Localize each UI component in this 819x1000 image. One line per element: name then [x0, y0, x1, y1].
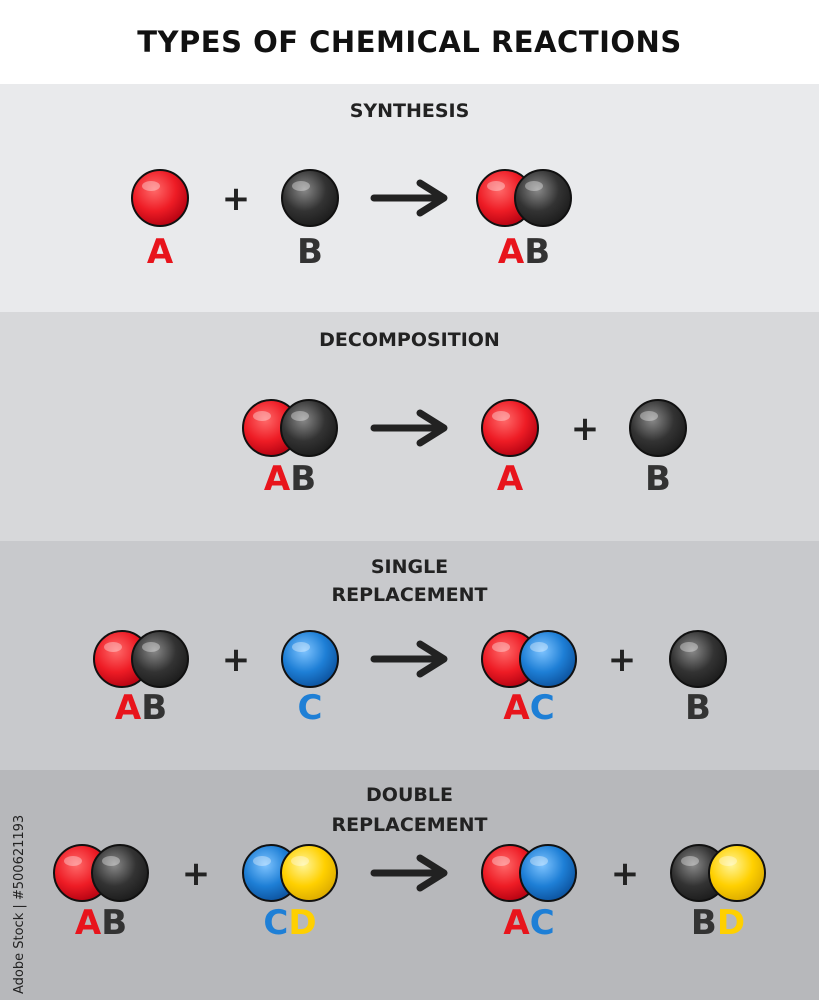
arrow-icon — [370, 640, 448, 678]
molecule-label: AB — [75, 903, 127, 943]
reaction-heading: DOUBLE — [366, 784, 453, 806]
molecule-label: BD — [691, 903, 745, 943]
plus-sign: + — [222, 179, 251, 219]
molecule-label: AC — [503, 903, 554, 943]
molecule-ab — [93, 630, 189, 688]
molecule-label: C — [298, 688, 323, 728]
molecule-label: A — [497, 459, 524, 499]
molecule-label: A — [147, 232, 174, 272]
atom-b — [281, 169, 339, 227]
plus-sign: + — [571, 409, 600, 449]
atom-b — [629, 399, 687, 457]
atom-b — [280, 399, 338, 457]
atom-d — [708, 844, 766, 902]
molecule-c — [281, 630, 339, 688]
plus-sign: + — [182, 854, 211, 894]
arrow-icon — [370, 179, 448, 217]
atom-c — [281, 630, 339, 688]
synthesis-panel: SYNTHESIS A + B AB — [0, 84, 819, 312]
molecule-label: AB — [498, 232, 550, 272]
molecule-label: B — [297, 232, 323, 272]
reaction-heading: REPLACEMENT — [331, 584, 487, 606]
reaction-heading: REPLACEMENT — [331, 814, 487, 836]
arrow-icon — [370, 409, 448, 447]
plus-sign: + — [608, 640, 637, 680]
svg-text:Adobe Stock | #500621193: Adobe Stock | #500621193 — [12, 815, 27, 994]
stock-id-text: Adobe Stock | #500621193 — [12, 815, 27, 994]
plus-sign: + — [222, 640, 251, 680]
double-replacement-panel: DOUBLE REPLACEMENT AB + CD AC + BD — [0, 770, 819, 1000]
reaction-diagram: DOUBLE REPLACEMENT AB + CD AC + BD — [53, 784, 766, 943]
molecule-ab — [242, 399, 338, 457]
atom-b — [669, 630, 727, 688]
page-title: TYPES OF CHEMICAL REACTIONS — [137, 25, 682, 59]
molecule-cd — [242, 844, 338, 902]
molecule-label: B — [645, 459, 671, 499]
reaction-heading: DECOMPOSITION — [319, 329, 500, 351]
plus-sign: + — [611, 854, 640, 894]
molecule-ac — [481, 844, 577, 902]
atom-c — [519, 844, 577, 902]
reaction-diagram: SINGLE REPLACEMENT AB + C AC + B — [93, 556, 727, 728]
molecule-ac — [481, 630, 577, 688]
atom-a — [481, 399, 539, 457]
reaction-heading: SINGLE — [371, 556, 448, 578]
atom-c — [519, 630, 577, 688]
molecule-b — [629, 399, 687, 457]
molecule-a — [131, 169, 189, 227]
decomposition-panel: DECOMPOSITION AB A + B — [0, 312, 819, 541]
molecule-ab — [476, 169, 572, 227]
atom-d — [280, 844, 338, 902]
reaction-diagram: DECOMPOSITION AB A + B — [242, 329, 687, 499]
single-replacement-panel: SINGLE REPLACEMENT AB + C AC + B — [0, 541, 819, 770]
molecule-label: B — [685, 688, 711, 728]
molecule-bd — [670, 844, 766, 902]
atom-a — [131, 169, 189, 227]
molecule-b — [669, 630, 727, 688]
atom-b — [514, 169, 572, 227]
reaction-diagram: SYNTHESIS A + B AB — [131, 100, 572, 272]
arrow-icon — [370, 854, 448, 892]
molecule-label: AB — [264, 459, 316, 499]
molecule-a — [481, 399, 539, 457]
reaction-heading: SYNTHESIS — [350, 100, 470, 122]
molecule-label: CD — [263, 903, 316, 943]
atom-b — [131, 630, 189, 688]
atom-b — [91, 844, 149, 902]
molecule-label: AB — [115, 688, 167, 728]
molecule-label: AC — [503, 688, 554, 728]
molecule-ab — [53, 844, 149, 902]
molecule-b — [281, 169, 339, 227]
